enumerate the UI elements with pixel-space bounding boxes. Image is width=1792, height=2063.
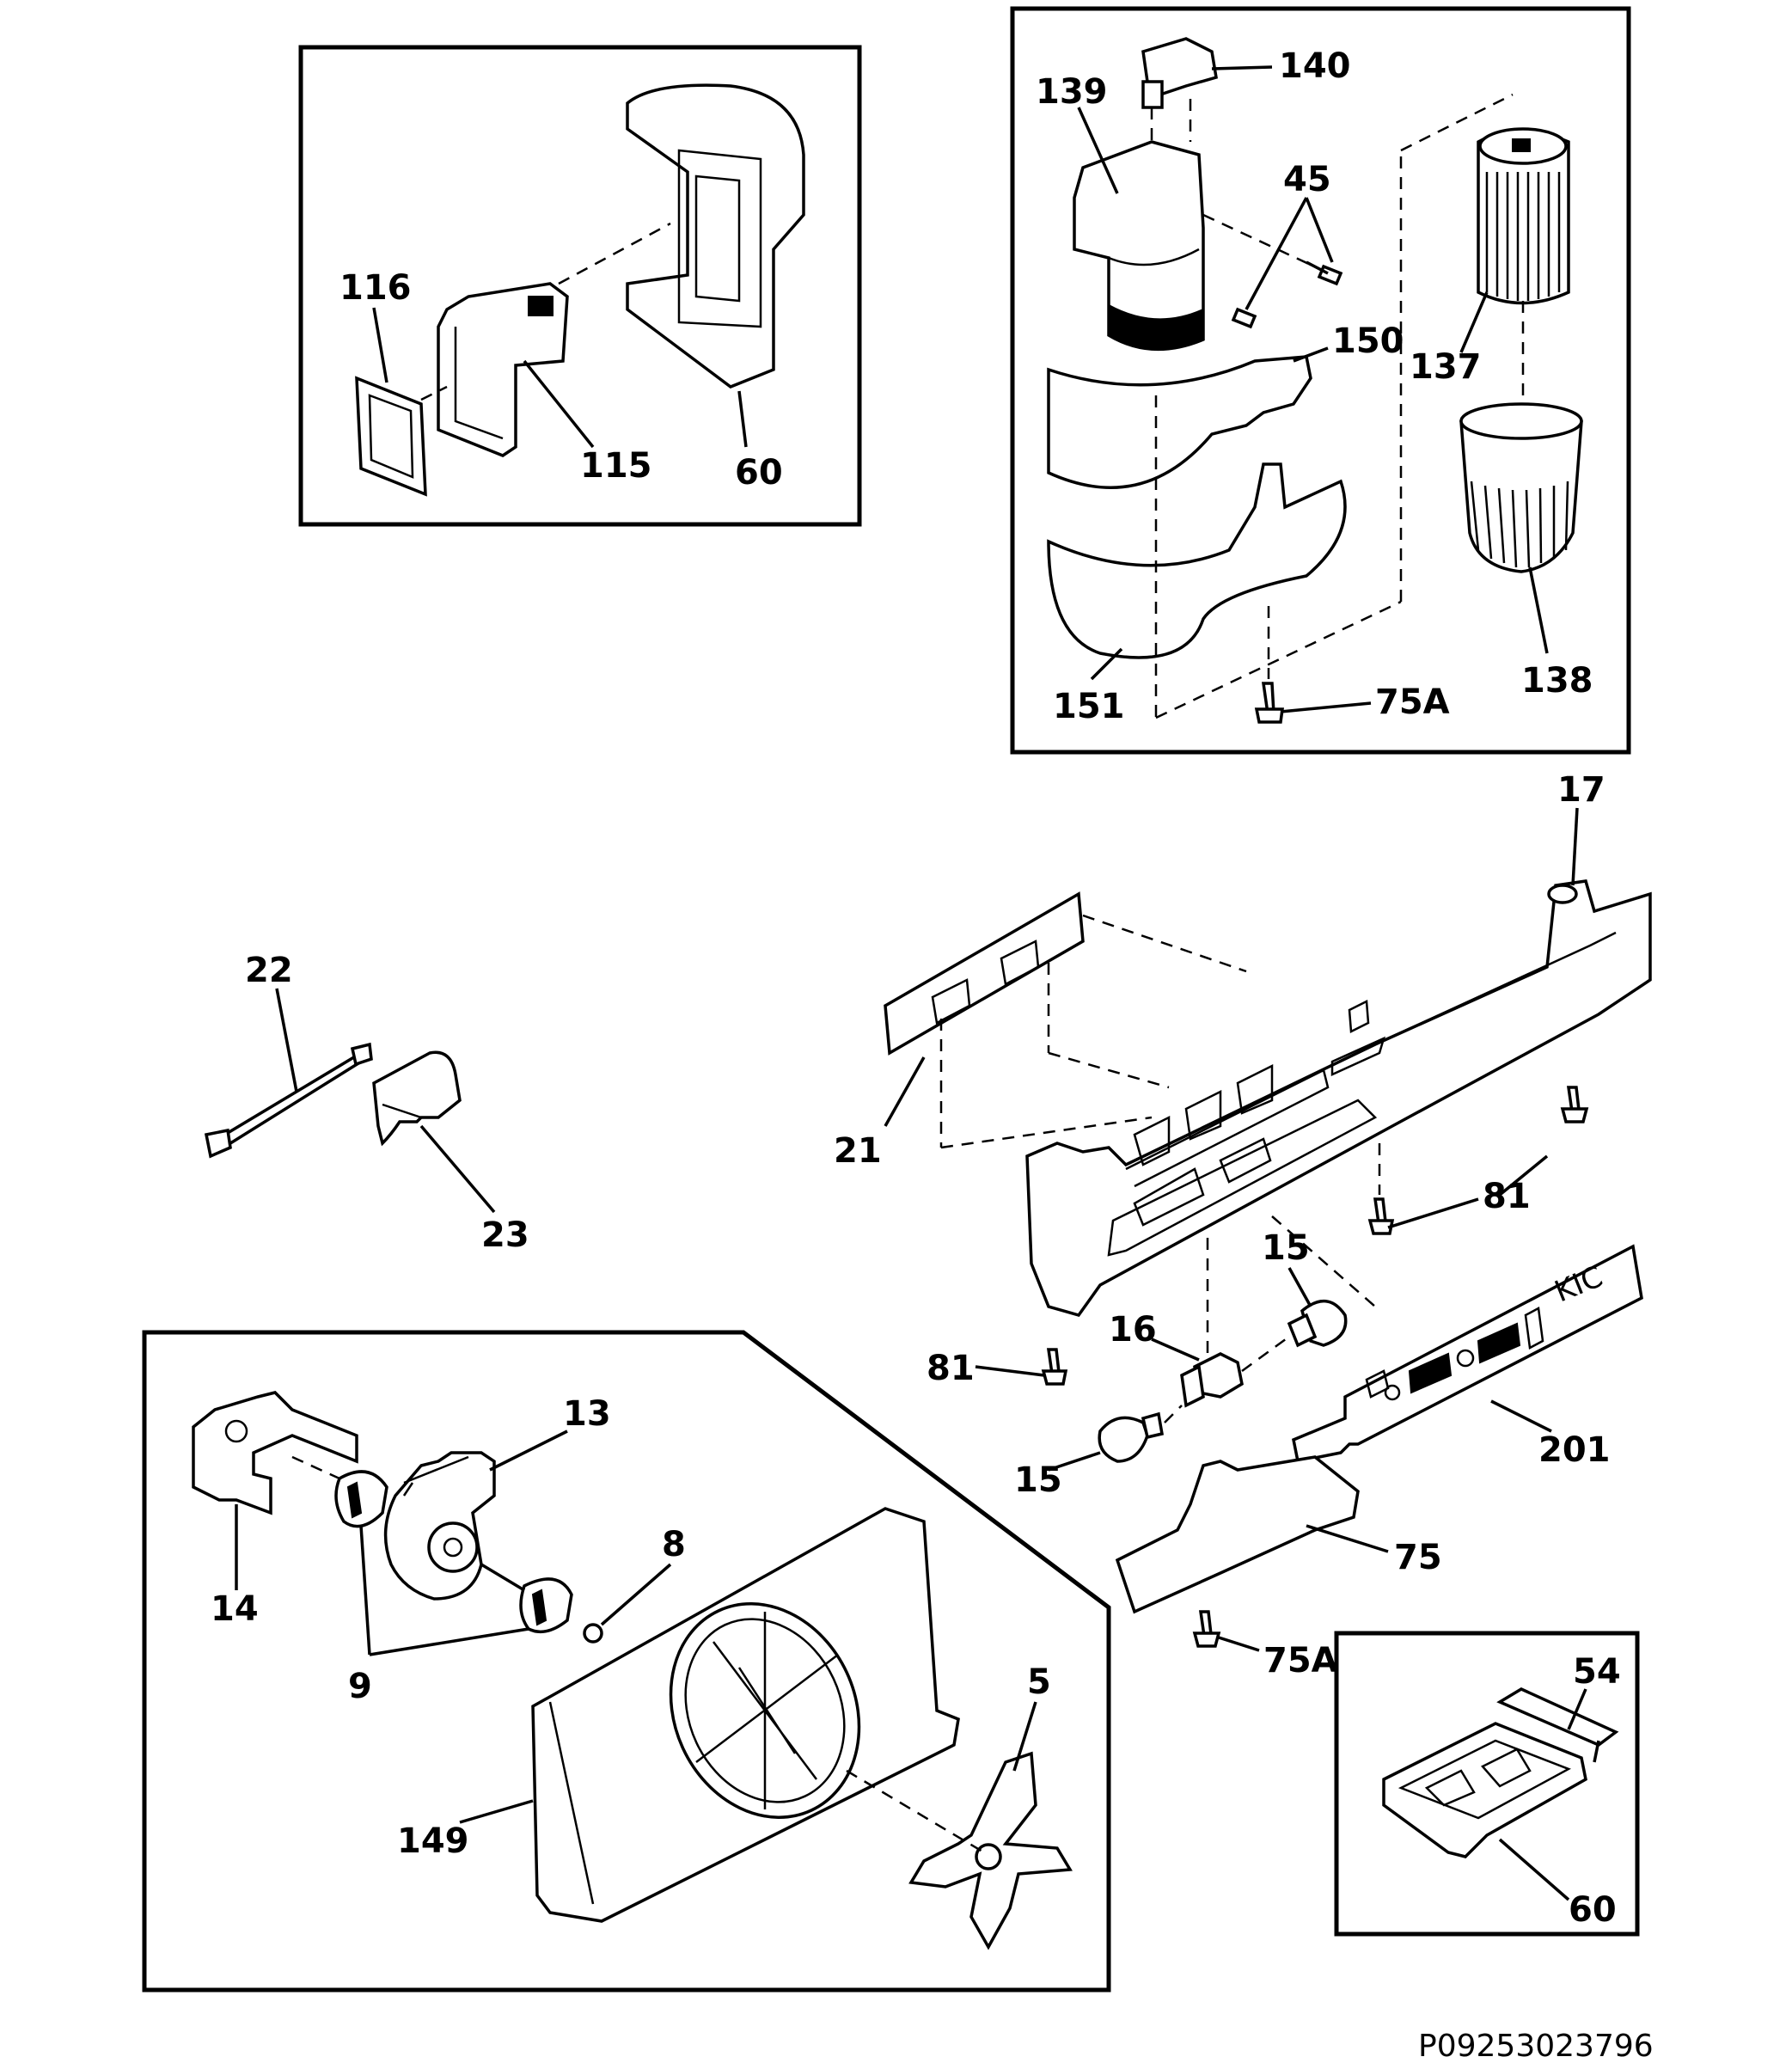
box-fan-assembly: 13 14 8 9 5 149 — [142, 1330, 1111, 1993]
label-137: 137 — [1410, 347, 1482, 387]
label-75: 75 — [1394, 1538, 1442, 1577]
box-water-filter-assembly: 140 139 45 150 137 138 151 75A — [1010, 6, 1631, 755]
label-23: 23 — [481, 1215, 529, 1255]
label-14: 14 — [211, 1589, 259, 1629]
label-21: 21 — [834, 1131, 882, 1171]
label-16: 16 — [1109, 1310, 1157, 1350]
label-140: 140 — [1279, 46, 1351, 86]
label-60-housing: 60 — [735, 453, 783, 493]
label-151: 151 — [1053, 687, 1125, 726]
label-17: 17 — [1557, 770, 1605, 810]
label-5: 5 — [1027, 1662, 1051, 1702]
label-138: 138 — [1521, 661, 1593, 701]
label-45: 45 — [1283, 160, 1331, 199]
label-150: 150 — [1332, 321, 1404, 361]
label-13: 13 — [563, 1394, 611, 1434]
label-115: 115 — [580, 446, 652, 486]
label-116: 116 — [339, 268, 412, 308]
label-81-right: 81 — [1483, 1177, 1531, 1216]
label-149: 149 — [397, 1821, 469, 1861]
label-139: 139 — [1036, 72, 1108, 112]
label-8: 8 — [662, 1525, 686, 1564]
label-75a-top: 75A — [1375, 683, 1450, 722]
label-54: 54 — [1573, 1652, 1621, 1692]
label-22: 22 — [245, 951, 293, 990]
drawing-code: P09253023796 — [1418, 2029, 1654, 2063]
label-75a-bottom: 75A — [1263, 1641, 1338, 1680]
label-15-lower: 15 — [1014, 1460, 1062, 1500]
label-201: 201 — [1538, 1430, 1611, 1470]
actuator-rod-group: 22 23 — [204, 951, 529, 1255]
box-drip-tray-assembly: 54 60 — [1334, 1631, 1640, 1937]
label-9: 9 — [348, 1667, 372, 1706]
box-ice-chute-assembly: 116 115 60 — [298, 45, 862, 527]
dispenser-housing-group: KIC 17 21 81 81 15 16 15 201 75 75A — [834, 770, 1652, 1680]
label-15-upper: 15 — [1262, 1228, 1310, 1268]
label-81-left: 81 — [927, 1349, 975, 1388]
label-60-tray: 60 — [1569, 1890, 1617, 1930]
